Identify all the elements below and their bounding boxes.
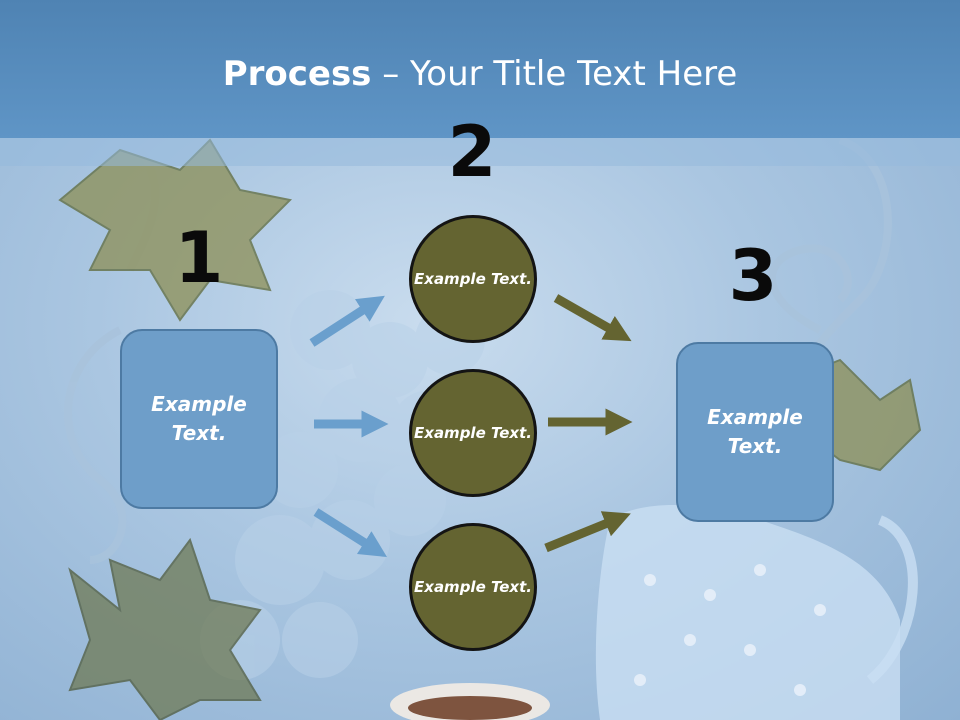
title-strip [0,138,960,166]
title-bold: Process [222,54,372,94]
arrow-top-to-3 [553,294,632,342]
title-bar [0,0,960,138]
step-1-box[interactable]: Example Text. [120,329,278,509]
step-3-box[interactable]: Example Text. [676,342,834,522]
arrow-bottom-to-3 [544,511,631,553]
arrow-1-to-top [309,295,385,347]
step-number-1: 1 [174,217,224,299]
arrow-1-to-bottom [313,508,387,558]
step-2-circle-middle[interactable]: Example Text. [409,369,537,497]
step-2-circle-bottom[interactable]: Example Text. [409,523,537,651]
step-number-2: 2 [447,111,497,193]
step-number-3: 3 [728,235,778,317]
step-2-circle-top[interactable]: Example Text. [409,215,537,343]
title-rest: – Your Title Text Here [371,54,738,94]
slide-title: Process – Your Title Text Here [0,52,960,96]
